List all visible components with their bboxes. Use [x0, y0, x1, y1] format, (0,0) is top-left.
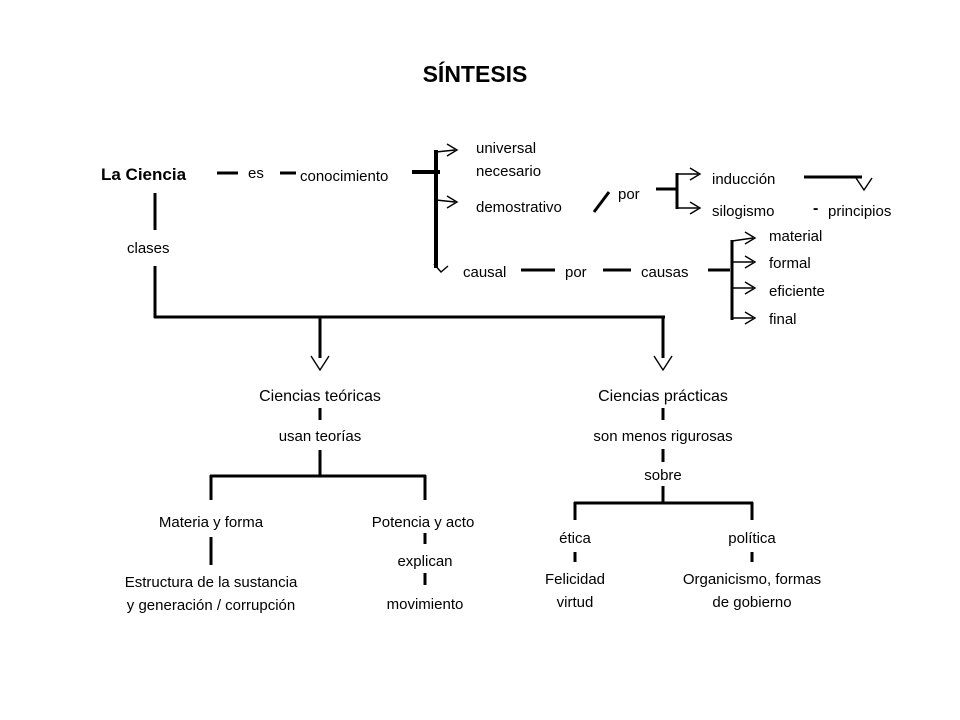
node-usan-teorias: usan teorías	[279, 428, 362, 445]
node-felicidad: Felicidad	[545, 571, 605, 588]
arrowhead-formal-icon	[744, 255, 757, 269]
node-estructura-line2: y generación / corrupción	[127, 597, 295, 614]
node-por-1: por	[618, 186, 640, 203]
branch-to-material	[731, 237, 754, 242]
node-demostrativo: demostrativo	[476, 199, 562, 216]
node-virtud: virtud	[557, 594, 594, 611]
arrowhead-universal-icon	[446, 143, 459, 157]
node-causas: causas	[641, 264, 689, 281]
node-la-ciencia: La Ciencia	[101, 165, 187, 184]
arrowhead-silogismo-icon	[689, 201, 702, 215]
arrowhead-final-icon	[744, 311, 757, 325]
arrowhead-causal-icon	[433, 263, 449, 273]
node-causal: causal	[463, 264, 506, 281]
node-ciencias-teoricas: Ciencias teóricas	[259, 388, 381, 405]
arrowhead-material-icon	[744, 231, 757, 245]
arrowhead-teoricas-icon	[310, 355, 330, 372]
node-potencia-y-acto: Potencia y acto	[372, 514, 475, 531]
arrowhead-eficiente-icon	[744, 281, 757, 295]
node-dash: -	[813, 200, 818, 217]
node-sobre: sobre	[644, 467, 682, 484]
arrowhead-induccion-icon	[689, 167, 702, 181]
arrowhead-induccion-principios-icon	[855, 177, 873, 192]
node-es: es	[248, 165, 264, 182]
node-ciencias-practicas: Ciencias prácticas	[598, 388, 728, 405]
node-clases: clases	[127, 240, 170, 257]
node-politica: política	[728, 530, 776, 547]
node-induccion: inducción	[712, 171, 775, 188]
node-son-menos-rigurosas: son menos rigurosas	[593, 428, 732, 445]
node-conocimiento: conocimiento	[300, 168, 388, 185]
branch-to-universal	[435, 149, 456, 153]
node-organicismo-line1: Organicismo, formas	[683, 571, 821, 588]
node-formal: formal	[769, 255, 811, 272]
arrowhead-demostrativo-icon	[446, 195, 459, 209]
node-universal: universal	[476, 140, 536, 157]
node-etica: ética	[559, 530, 591, 547]
node-estructura-line1: Estructura de la sustancia	[125, 574, 298, 591]
node-por-2: por	[565, 264, 587, 281]
node-final: final	[769, 311, 797, 328]
node-movimiento: movimiento	[387, 596, 464, 613]
arrowhead-practicas-icon	[653, 355, 673, 372]
diagram-title: SÍNTESIS	[423, 60, 528, 87]
node-silogismo: silogismo	[712, 203, 775, 220]
node-material: material	[769, 228, 822, 245]
branch-to-demostrativo	[435, 199, 456, 203]
node-necesario: necesario	[476, 163, 541, 180]
node-principios: principios	[828, 203, 891, 220]
node-explican: explican	[397, 553, 452, 570]
connector-demostrativo-por	[592, 191, 611, 213]
node-organicismo-line2: de gobierno	[712, 594, 791, 611]
node-materia-y-forma: Materia y forma	[159, 514, 264, 531]
node-eficiente: eficiente	[769, 283, 825, 300]
